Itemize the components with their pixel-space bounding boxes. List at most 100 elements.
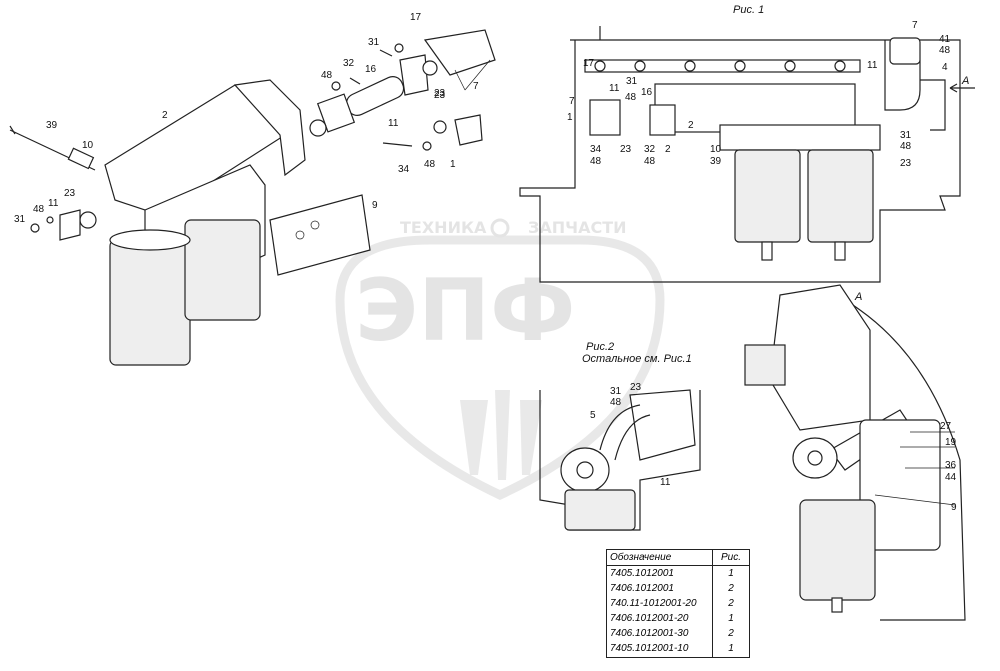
bolt-34 (382, 142, 413, 147)
sleeve-10 (67, 147, 95, 170)
fig2-callouts: 31 48 23 5 11 (590, 382, 671, 488)
callout: 11 (660, 477, 671, 488)
callout: 1 (567, 112, 573, 123)
exploded-callouts: 2 39 10 23 48 31 11 9 16 32 48 31 23 11 … (14, 12, 479, 225)
table-cell-designation: 7406.1012001-30 (606, 626, 713, 642)
callout: 19 (945, 437, 957, 448)
callout: 32 (343, 58, 355, 69)
watermark: ТЕХНИКА ЗАПЧАСТИ ЭПФ (335, 218, 665, 500)
gasket-9 (269, 194, 371, 276)
callout: 16 (641, 87, 653, 98)
table-row: 7405.1012001-10 1 (606, 641, 750, 658)
callout: 39 (46, 120, 58, 131)
callout: 32 (644, 144, 656, 155)
watermark-line2: ЗАПЧАСТИ (528, 218, 627, 237)
callout: 9 (372, 200, 378, 211)
callout: 31 (900, 130, 912, 141)
table-cell-fig: 1 (712, 641, 750, 658)
table-cell-designation: 7405.1012001-10 (606, 641, 713, 658)
table-header-fig: Рис. (712, 548, 750, 567)
callout: 16 (365, 64, 377, 75)
table-cell-designation: 7405.1012001 (606, 565, 713, 582)
view-a-label: А (854, 291, 862, 303)
view-a-filter (799, 499, 876, 601)
callout: 34 (398, 164, 410, 175)
callout: 31 (626, 76, 638, 87)
callout: 48 (610, 397, 622, 408)
filter-canister-2 (184, 219, 261, 321)
callout: 31 (368, 37, 380, 48)
callout: 34 (590, 144, 602, 155)
callout: 41 (939, 34, 951, 45)
table-cell-fig: 1 (712, 611, 750, 627)
callout: 48 (644, 156, 656, 167)
callout: 1 (450, 159, 456, 170)
view-a-arrow (949, 83, 975, 93)
callout: 17 (410, 12, 422, 23)
callout: 23 (900, 158, 912, 169)
callout: 7 (473, 81, 479, 92)
designation-table: Обозначение Рис. 7405.1012001 1 7406.101… (606, 548, 750, 658)
callout: 2 (162, 110, 168, 121)
table-row: 7406.1012001 2 (606, 581, 750, 597)
table-row: 7405.1012001 1 (606, 565, 750, 582)
flange-17 (423, 29, 496, 76)
callout: 7 (569, 96, 575, 107)
callout: 11 (48, 198, 59, 209)
callout: 10 (710, 144, 722, 155)
callout: 31 (14, 214, 26, 225)
table-cell-designation: 7406.1012001-20 (606, 611, 713, 627)
fig2-view: Рис.2 Остальное см. Рис.1 (539, 341, 701, 531)
table-cell-designation: 740.11-1012001-20 (606, 596, 713, 612)
filter-canister-1 (109, 239, 191, 366)
table-cell-fig: 2 (712, 596, 750, 612)
table-row: 740.11-1012001-20 2 (606, 596, 750, 612)
filter-canisters-fig1 (734, 149, 874, 261)
callout: 48 (625, 92, 637, 103)
callout: 31 (610, 386, 622, 397)
filter-housing-fig1 (654, 83, 856, 133)
table-cell-fig: 2 (712, 581, 750, 597)
view-a-callouts: 27 19 36 44 9 (940, 421, 957, 513)
callout: 5 (590, 410, 596, 421)
callout: 11 (388, 118, 399, 129)
table-header-designation: Обозначение (606, 548, 713, 567)
callout: 48 (900, 141, 912, 152)
callout: 23 (620, 144, 632, 155)
callout: 44 (945, 472, 957, 483)
callout: 7 (912, 20, 918, 31)
table-cell-designation: 7406.1012001 (606, 581, 713, 597)
callout: 9 (951, 502, 957, 513)
bracket-fig1 (589, 99, 621, 136)
callout: 2 (688, 120, 694, 131)
callout: 17 (583, 58, 595, 69)
callout: 48 (424, 159, 436, 170)
table-cell-fig: 2 (712, 626, 750, 642)
table-header-row: Обозначение Рис. (606, 548, 750, 567)
exploded-view (9, 29, 496, 366)
callout: 48 (321, 70, 333, 81)
callout: 36 (945, 460, 957, 471)
callout: 23 (434, 88, 446, 99)
watermark-line1: ТЕХНИКА (400, 218, 487, 237)
callout: 27 (940, 421, 952, 432)
callout: 4 (942, 62, 948, 73)
oil-pipe (884, 40, 921, 111)
callout: 23 (434, 90, 446, 101)
callout: 23 (630, 382, 642, 393)
callout: 11 (867, 60, 878, 71)
callout: 48 (33, 204, 45, 215)
watermark-logo: ЭПФ (355, 261, 575, 361)
table-cell-fig: 1 (712, 565, 750, 582)
gear-icon (490, 218, 510, 238)
fig1-caption: Рис. 1 (733, 4, 764, 16)
wheat-icon (460, 390, 542, 480)
view-a: А (744, 284, 966, 621)
callout: 39 (710, 156, 722, 167)
table-row: 7406.1012001-20 1 (606, 611, 750, 627)
callout: 10 (82, 140, 94, 151)
fig2-caption: Рис.2 (586, 341, 614, 353)
callout: 48 (590, 156, 602, 167)
callout: 2 (665, 144, 671, 155)
